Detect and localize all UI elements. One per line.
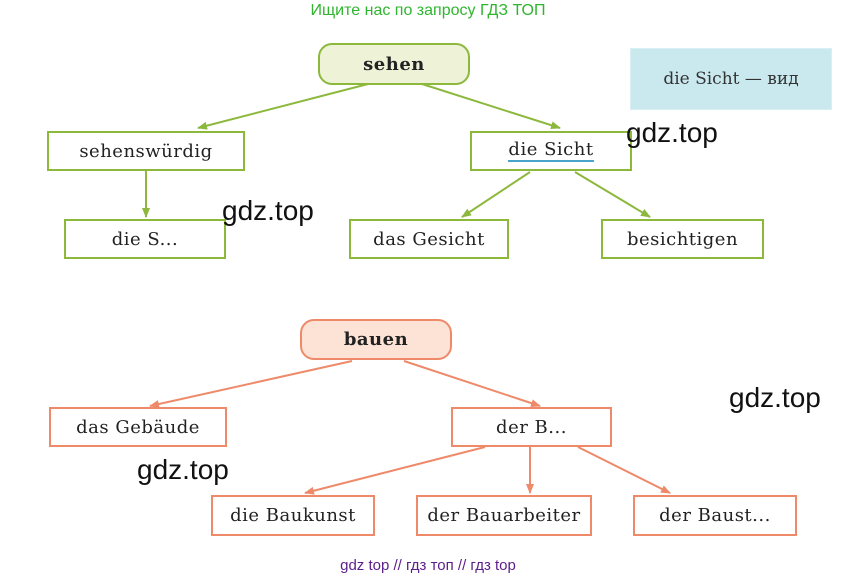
arrow-sehen-die-sicht [421,83,561,130]
node-sehen: sehen [318,43,470,85]
node-die-s: die S... [64,219,226,259]
promo-header: Ищите нас по запросу ГДЗ ТОП [310,2,546,19]
node-das-gesicht: das Gesicht [349,219,509,259]
node-die-sicht: die Sicht [470,131,632,171]
arrow-bauen-gebaeude [149,360,353,408]
watermark: gdz.top [137,454,229,485]
watermark: gdz.top [626,117,718,148]
node-besichtigen: besichtigen [601,219,764,259]
arrow-sehen-sehenswuerdig [197,83,369,130]
node-sehenswuerdig: sehenswürdig [47,131,245,171]
node-der-bauarbeiter: der Bauarbeiter [416,495,592,536]
watermark: gdz.top [729,382,821,413]
arrow-der-b-baust [577,446,671,494]
node-der-baust: der Baust... [633,495,797,536]
node-der-b: der B... [451,407,612,447]
arrow-sicht-besichtigen [574,171,651,218]
promo-footer: gdz top // гдз топ // гдз top [340,557,516,574]
node-bauen: bauen [300,319,452,360]
watermark: gdz.top [222,195,314,226]
vocabulary-note: die Sicht — вид [630,48,832,110]
node-die-baukunst: die Baukunst [211,495,375,536]
arrow-bauen-der-b [403,360,541,407]
node-das-gebaeude: das Gebäude [49,407,227,447]
arrow-sicht-gesicht [461,171,531,218]
arrow-der-b-baukunst [304,446,486,495]
